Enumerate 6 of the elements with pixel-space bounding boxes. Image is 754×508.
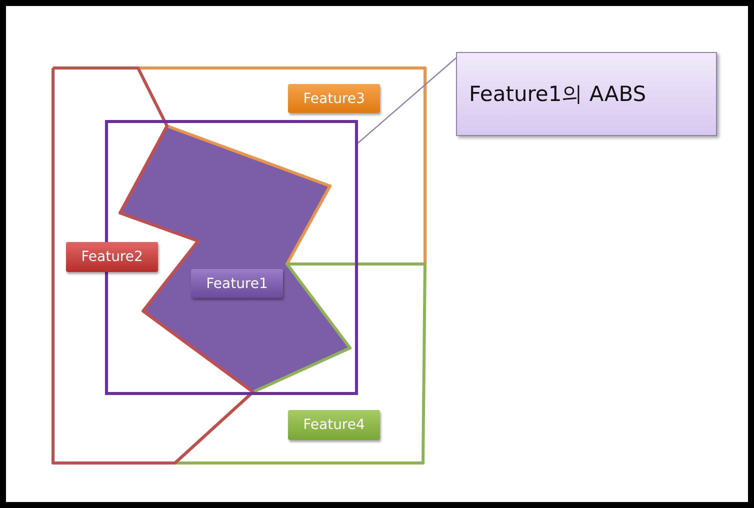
feature-label: Feature3	[288, 84, 380, 113]
leader-line	[358, 58, 456, 144]
callout-box: Feature1의 AABS	[456, 52, 717, 136]
feature-label: Feature4	[288, 410, 380, 440]
feature-label: Feature2	[66, 242, 158, 272]
feature-label: Feature1	[191, 269, 283, 298]
